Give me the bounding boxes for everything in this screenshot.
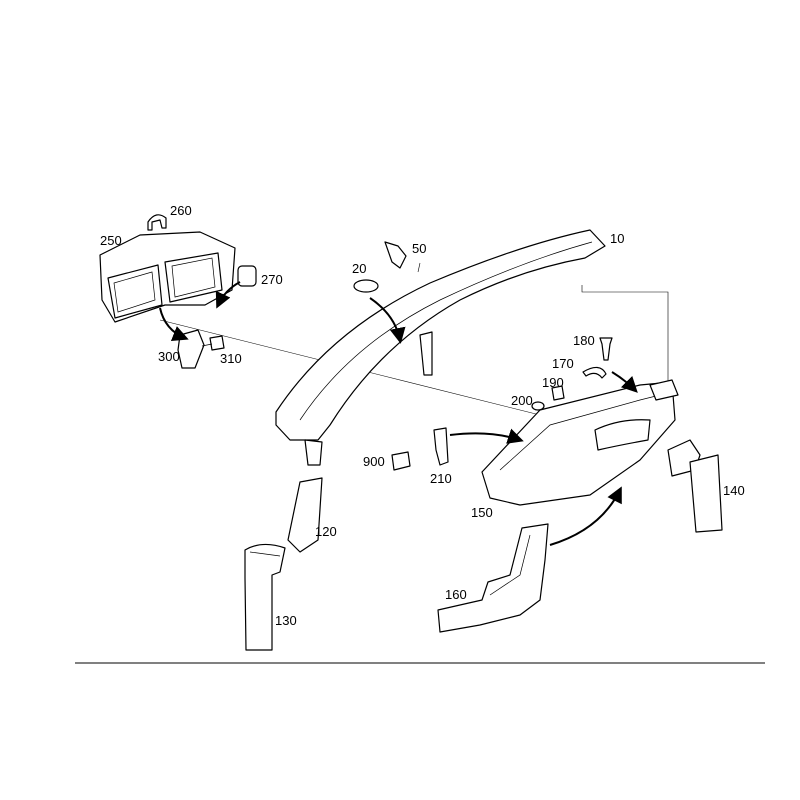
callout-150: 150 (471, 505, 493, 520)
callout-20: 20 (352, 261, 366, 276)
callout-180: 180 (573, 333, 595, 348)
callout-200: 200 (511, 393, 533, 408)
part-150-duct-housing (481, 379, 679, 506)
callout-260: 260 (170, 203, 192, 218)
part-140-duct (667, 439, 723, 533)
part-120-duct (287, 477, 323, 553)
callout-170: 170 (552, 356, 574, 371)
assembly-arrows (159, 281, 638, 546)
part-130-duct (244, 543, 286, 651)
callout-190: 190 (542, 375, 564, 390)
callout-270: 270 (261, 272, 283, 287)
part-190-clip (551, 385, 565, 401)
part-180-screw (599, 337, 613, 361)
part-160-duct (437, 523, 549, 633)
part-10-main-duct (275, 229, 606, 466)
callout-140: 140 (723, 483, 745, 498)
callout-250: 250 (100, 233, 122, 248)
part-270-grommet (237, 265, 257, 287)
callout-310: 310 (220, 351, 242, 366)
part-260-clip (147, 214, 167, 231)
callout-50: 50 (412, 241, 426, 256)
callout-210: 210 (430, 471, 452, 486)
part-20-grommet (353, 279, 379, 293)
part-50-clip (384, 241, 407, 269)
part-310-screw (201, 335, 225, 351)
callout-900: 900 (363, 454, 385, 469)
part-200-washer (531, 401, 545, 411)
callout-130: 130 (275, 613, 297, 628)
callout-120: 120 (315, 524, 337, 539)
part-170-hose (582, 366, 607, 379)
part-900-clip (391, 451, 411, 471)
callout-10: 10 (610, 231, 624, 246)
callout-300: 300 (158, 349, 180, 364)
callout-160: 160 (445, 587, 467, 602)
part-210-bracket (433, 427, 449, 466)
